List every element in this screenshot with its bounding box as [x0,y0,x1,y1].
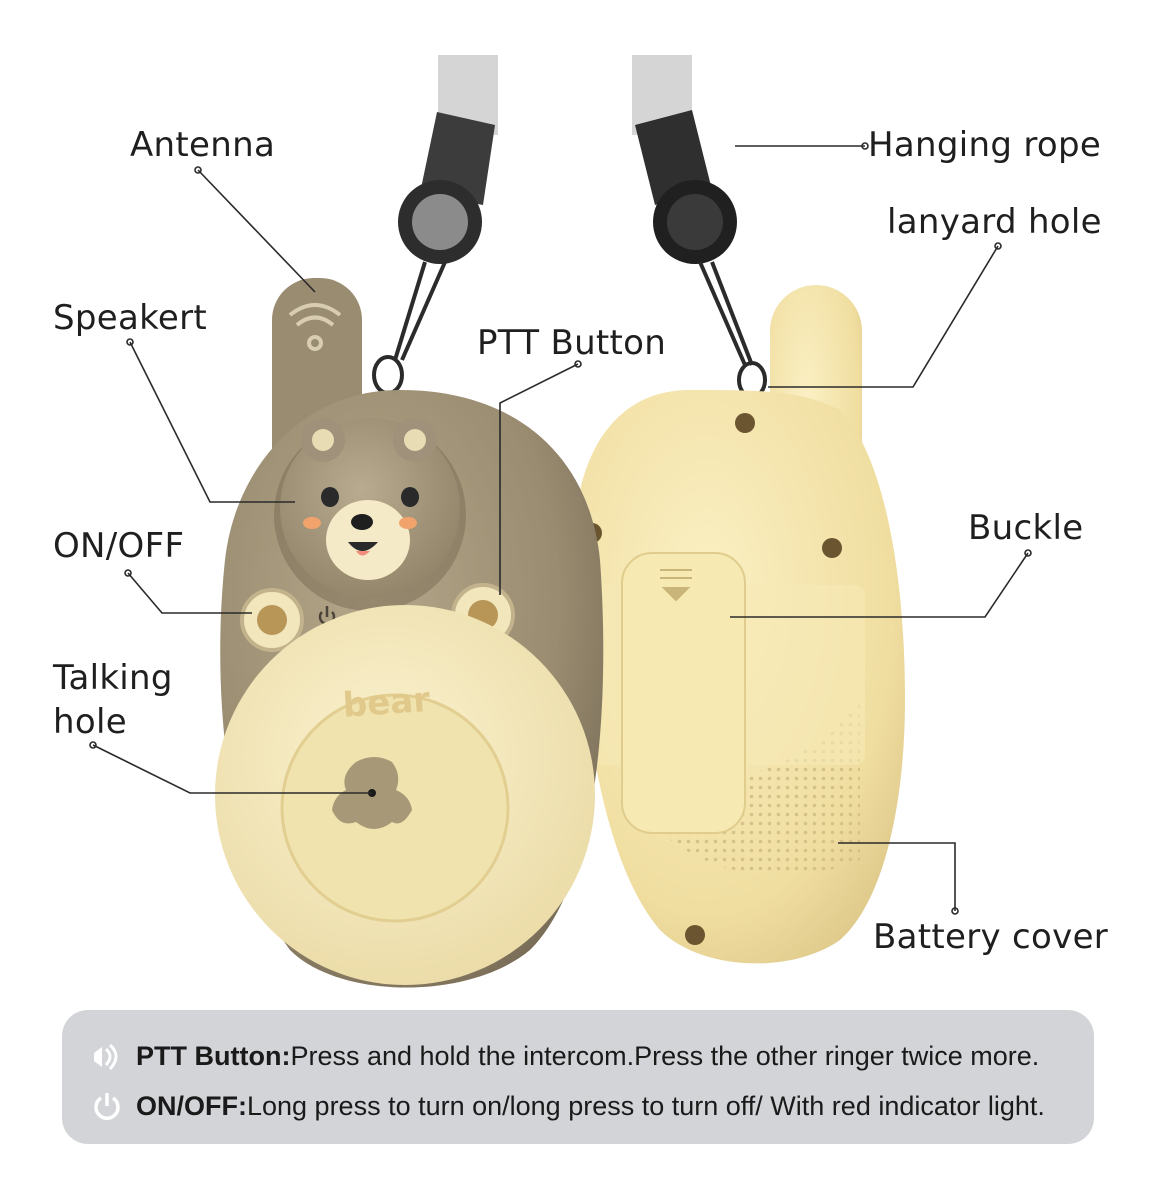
callout-hanging-rope: Hanging rope [868,125,1102,165]
walkie-talkie-illustration: bear [89,55,1032,988]
bear-logo-mark: bear [342,680,432,726]
callout-speaker: Speakert [53,298,208,338]
info-row-on-off: ON/OFF: Long press to turn on/long press… [90,1086,1045,1126]
front-unit: bear [215,278,604,988]
callout-talking-hole: Talking hole [53,658,173,742]
ptt-term: PTT Button: [136,1040,291,1071]
back-unit [574,285,905,964]
wifi-icon [288,303,342,351]
info-panel: PTT Button: Press and hold the intercom.… [62,1010,1094,1144]
callout-on-off: ON/OFF [53,526,185,566]
callout-antenna: Antenna [130,125,276,165]
buckle-clip [621,552,746,834]
callout-ptt-button: PTT Button [477,323,667,363]
on-off-term: ON/OFF: [136,1090,247,1121]
callout-lanyard-hole: lanyard hole [887,202,1102,242]
on-off-description: Long press to turn on/long press to turn… [246,1090,1045,1121]
on-off-button[interactable] [240,588,304,652]
hanging-rope-right [632,55,767,399]
callout-buckle: Buckle [968,508,1084,548]
speaker-icon [94,1043,118,1071]
ptt-description: Press and hold the intercom.Press the ot… [290,1040,1040,1071]
info-row-ptt: PTT Button: Press and hold the intercom.… [90,1036,1039,1076]
callout-battery-cover: Battery cover [873,917,1109,957]
power-icon [94,1093,120,1120]
leader-lines [89,142,1032,915]
